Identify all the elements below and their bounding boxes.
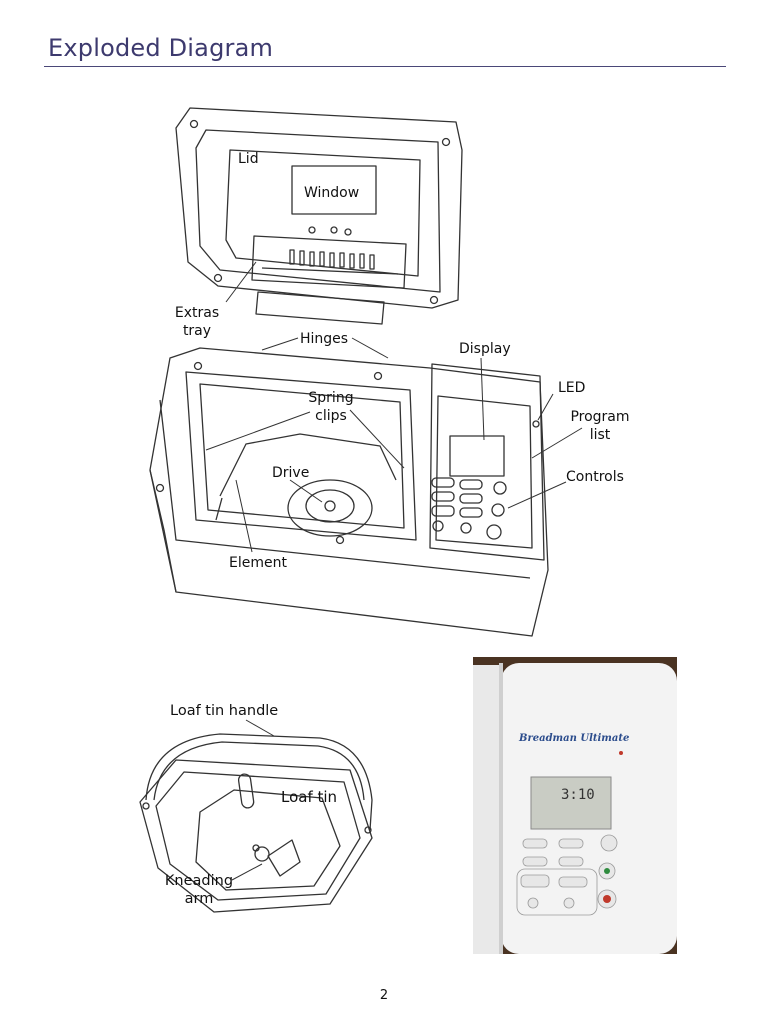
window-label: Window — [304, 185, 360, 201]
title-divider — [44, 66, 726, 67]
drive-label: Drive — [272, 465, 310, 481]
program-list-label: Program list — [570, 409, 630, 443]
extras-tray — [251, 235, 407, 289]
lid-outline — [175, 107, 463, 309]
extras-tray-label: Extras tray — [174, 305, 220, 339]
page-title: Exploded Diagram — [48, 34, 274, 62]
loaf-tin-label: Loaf tin — [281, 788, 338, 806]
led-label: LED — [558, 380, 586, 396]
window-frame — [291, 165, 377, 215]
controls-label: Controls — [566, 469, 624, 485]
spring-clips-label: Spring clips — [308, 390, 354, 424]
tray-slots — [289, 249, 375, 270]
element-wire — [219, 433, 397, 497]
drive-outline — [287, 479, 373, 537]
display-label: Display — [459, 341, 511, 357]
control-panel — [429, 363, 545, 561]
hinges-label: Hinges — [300, 331, 349, 347]
display-outline — [449, 435, 505, 477]
lid-inner — [195, 129, 441, 293]
lid-label: Lid — [238, 151, 259, 167]
hinge-block — [255, 291, 385, 325]
loaf-tin-handle-label: Loaf tin handle — [170, 703, 279, 719]
base-outline — [149, 347, 549, 637]
element-label: Element — [229, 555, 287, 571]
control-panel-photo-image: Breadman Ultimate 3:10 — [473, 657, 677, 954]
brand-logo: Breadman Ultimate — [518, 733, 629, 744]
control-panel-photo: Breadman Ultimate 3:10 — [473, 657, 677, 954]
kneading-arm-label: Kneading arm — [164, 873, 234, 907]
bowl-cavity — [185, 371, 417, 541]
page-number: 2 — [379, 988, 389, 1003]
control-buttons — [431, 477, 507, 540]
display-digits: 3:10 — [561, 787, 595, 803]
